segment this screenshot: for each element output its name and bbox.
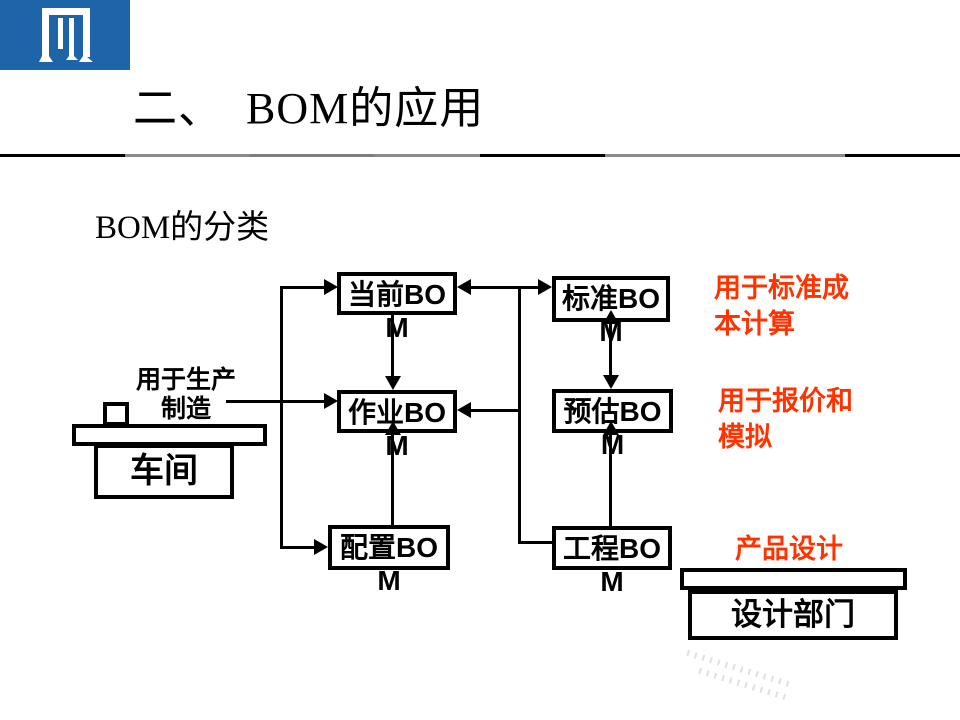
arrowhead-up-operation-icon	[385, 421, 401, 435]
company-logo	[0, 0, 130, 70]
arrowhead-into-standard-icon	[538, 279, 552, 295]
arrowhead-up-estimate-icon	[603, 421, 619, 435]
arrowhead-into-config-icon	[314, 539, 328, 555]
annotation-quotation-simulation: 用于报价和 模拟	[718, 386, 853, 452]
node-current-bom-label: 当前BO M	[347, 279, 446, 343]
arrowhead-into-current-icon	[324, 279, 338, 295]
design-dept-label: 设计部门	[731, 597, 855, 632]
arrow-standard-estimate-line	[609, 322, 612, 376]
arrow-production-to-operation-line	[226, 400, 325, 403]
arrowhead-into-operation-icon	[324, 393, 338, 409]
production-usage-label: 用于生产 制造	[135, 366, 236, 423]
arrowhead-up-standard-icon	[603, 310, 619, 324]
arrowhead-into-current-right-icon	[457, 279, 471, 295]
annotation-product-design: 产品设计	[735, 534, 843, 564]
node-standard-bom: 标准BO M	[552, 276, 670, 347]
node-engineering-bom-label: 工程BO M	[562, 533, 661, 597]
arrowhead-down-operation-icon	[385, 376, 401, 390]
arrow-engineering-to-estimate-line	[609, 433, 612, 526]
workshop-chimney-shape	[103, 402, 129, 426]
arrowhead-into-operation-right-icon	[457, 402, 471, 418]
connector-production-branch-vertical	[280, 286, 283, 549]
arrow-current-to-operation-line	[391, 315, 394, 378]
arrow-production-to-current-line	[280, 286, 325, 289]
arrow-engineering-to-operation-line	[471, 409, 520, 412]
node-config-bom: 配置BO M	[328, 525, 450, 596]
design-dept-roof-shape	[680, 568, 907, 590]
annotation-standard-cost: 用于标准成 本计算	[714, 273, 849, 339]
arrow-config-to-operation-line	[391, 433, 394, 526]
title-divider	[0, 154, 960, 157]
gate-columns-icon	[39, 8, 93, 62]
workshop-roof-shape	[72, 424, 267, 446]
connector-engineering-branch-vertical	[518, 286, 521, 543]
connector-engineering-stub-line	[518, 541, 555, 544]
section-subtitle: BOM的分类	[95, 210, 270, 246]
design-dept-body-shape: 设计部门	[688, 590, 898, 640]
arrowhead-down-estimate-icon	[603, 375, 619, 389]
node-standard-bom-label: 标准BO M	[561, 283, 660, 347]
arrow-production-to-config-line	[280, 546, 315, 549]
workshop-label: 车间	[130, 452, 198, 490]
node-current-bom: 当前BO M	[337, 272, 457, 343]
connector-current-standard-line	[471, 286, 539, 289]
workshop-body-shape: 车间	[94, 444, 234, 499]
page-title: 二、 BOM的应用	[133, 84, 485, 133]
node-config-bom-label: 配置BO M	[339, 532, 438, 596]
node-engineering-bom: 工程BO M	[552, 526, 672, 597]
